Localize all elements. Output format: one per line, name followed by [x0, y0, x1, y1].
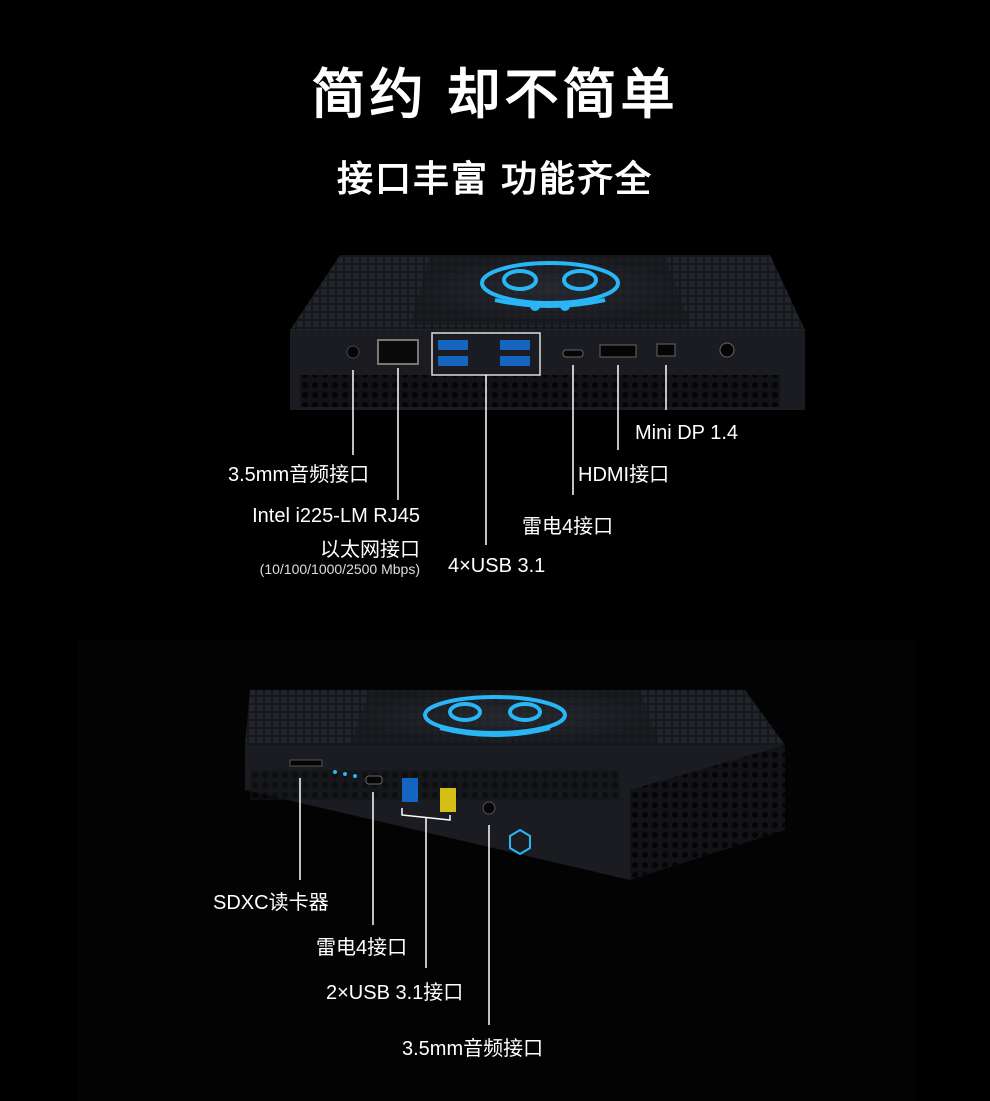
label-rear-usb: 4×USB 3.1	[448, 555, 546, 577]
label-hdmi: HDMI接口	[578, 464, 670, 486]
audio-jack-icon	[482, 801, 496, 815]
usb-port-icon	[440, 788, 456, 812]
label-rear-thunderbolt: 雷电4接口	[522, 516, 614, 538]
thunderbolt-port-icon	[562, 349, 584, 358]
page-subtitle: 接口丰富 功能齐全	[336, 158, 653, 199]
label-front-thunderbolt: 雷电4接口	[316, 937, 408, 959]
hdmi-port-icon	[599, 344, 637, 358]
label-minidp: Mini DP 1.4	[635, 422, 739, 444]
usb-port-icon	[500, 356, 530, 366]
thunderbolt-port-icon	[365, 775, 383, 785]
usb-port-icon	[402, 778, 418, 802]
label-front-audio: 3.5mm音频接口	[402, 1038, 544, 1060]
audio-jack-icon	[346, 345, 360, 359]
label-front-usb: 2×USB 3.1接口	[326, 982, 464, 1004]
usb-port-icon	[500, 340, 530, 350]
usb-port-icon	[438, 340, 468, 350]
label-ethernet-speeds: (10/100/1000/2500 Mbps)	[259, 561, 420, 577]
label-ethernet-line1: Intel i225-LM RJ45	[252, 505, 420, 527]
power-jack-icon	[719, 342, 735, 358]
minidp-port-icon	[656, 343, 676, 357]
ethernet-port-icon	[377, 339, 419, 365]
front-device	[245, 690, 785, 880]
power-button-icon	[509, 828, 531, 856]
rear-callout-lines	[352, 365, 667, 545]
skull-logo-icon	[423, 695, 567, 737]
label-ethernet-line2: 以太网接口	[320, 539, 420, 561]
skull-logo-icon	[480, 261, 620, 311]
label-sdxc: SDXC读卡器	[213, 892, 329, 914]
rear-device	[290, 255, 805, 410]
sd-slot-icon	[289, 759, 323, 767]
usb-port-icon	[438, 356, 468, 366]
front-callout-lines	[299, 778, 490, 1025]
label-rear-audio: 3.5mm音频接口	[228, 464, 370, 486]
page-title: 简约 却不简单	[311, 65, 679, 125]
